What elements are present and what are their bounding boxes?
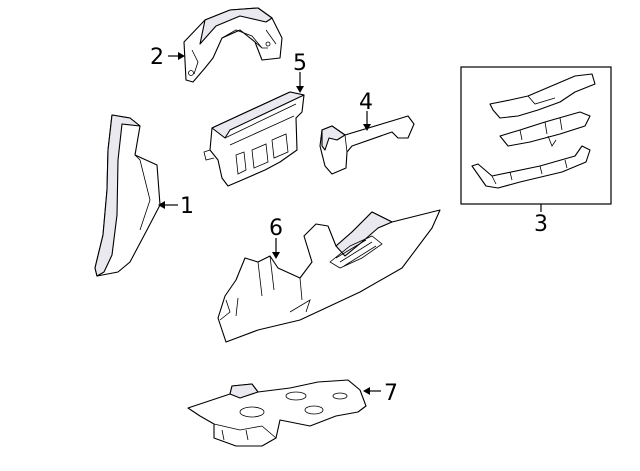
part-5-bracket[interactable] (203, 91, 305, 187)
callout-5-label: 5 (293, 51, 307, 76)
part-7-plate[interactable] (187, 379, 367, 447)
part-4-handle[interactable] (319, 115, 415, 175)
callout-4-label: 4 (359, 90, 373, 115)
part-3-inset[interactable] (460, 66, 612, 205)
callout-4: 4 (359, 90, 373, 131)
callout-5: 5 (293, 51, 307, 93)
callout-6: 6 (269, 216, 283, 259)
part-2-column-cover[interactable] (183, 7, 283, 83)
callout-1-label: 1 (180, 194, 194, 219)
part-6-lower-trim[interactable] (217, 209, 441, 343)
callout-7-label: 7 (384, 381, 398, 406)
part-1-side-panel[interactable] (94, 114, 161, 277)
callout-7: 7 (363, 381, 398, 406)
callout-3: 3 (534, 204, 548, 237)
callout-2-label: 2 (150, 45, 164, 70)
callout-2: 2 (150, 45, 185, 70)
callout-3-label: 3 (534, 212, 548, 237)
inset-frame (460, 66, 612, 205)
callout-6-label: 6 (269, 216, 283, 241)
callout-1: 1 (158, 194, 194, 219)
